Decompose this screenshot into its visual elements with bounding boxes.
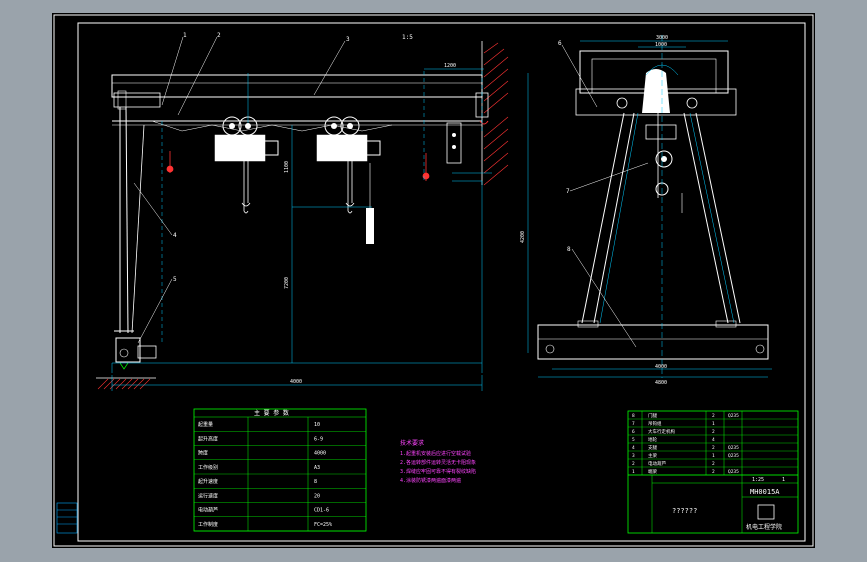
part-cell: 2 — [712, 469, 715, 475]
note-line-3: 3.焊缝应牢固可靠不得有裂纹缺陷 — [400, 468, 476, 475]
side-dim-bottom: 4000 — [655, 364, 667, 370]
balloon-4: 4 — [173, 232, 177, 239]
balloon-2: 2 — [217, 32, 221, 39]
side-dim-mid: 1000 — [655, 42, 667, 48]
balloon-3: 3 — [346, 36, 350, 43]
dim-top: 1200 — [444, 63, 456, 69]
drawing-name: ?????? — [672, 507, 697, 515]
spec-cell: 工作级别 — [198, 464, 218, 471]
part-cell: 2 — [712, 461, 715, 467]
part-cell: 门腿 — [648, 412, 657, 419]
side-trolley — [642, 69, 670, 113]
hoist-right — [316, 116, 381, 214]
tech-notes: 技术要求 1.起重机安装后应进行空载试验 2.各运转部件运转灵活无卡阻现象 3.… — [400, 439, 476, 484]
cad-drawing: 1:5 — [53, 14, 814, 547]
spec-table-title: 主 要 参 数 — [254, 409, 289, 417]
part-cell: 1 — [632, 469, 635, 475]
spec-cell: CD1-6 — [314, 508, 329, 514]
part-cell: 电动葫芦 — [648, 460, 666, 467]
note-line-1: 1.起重机安装后应进行空载试验 — [400, 450, 471, 457]
title-scale: 1:25 — [752, 477, 764, 483]
drawing-canvas[interactable]: 1:5 — [52, 13, 815, 548]
part-cell: 1 — [712, 421, 715, 427]
spec-cell: 起升速度 — [198, 478, 218, 485]
spec-cell: FC=25% — [314, 522, 332, 528]
pendant-control — [366, 208, 374, 244]
spec-cell: 8 — [314, 479, 317, 485]
hoist-left — [214, 116, 279, 214]
organization: 机电工程学院 — [746, 523, 782, 531]
part-cell: 2 — [632, 461, 635, 467]
dim-mid-height: 7200 — [284, 277, 290, 289]
title-sheet: 1 — [782, 477, 785, 483]
part-cell: 大车行走机构 — [648, 428, 675, 435]
part-cell: 端梁 — [648, 468, 657, 475]
main-girder — [111, 74, 483, 98]
part-cell: 吊钩组 — [648, 420, 662, 427]
spec-cell: 工作制度 — [198, 521, 218, 528]
note-line-2: 2.各运转部件运转灵活无卡阻现象 — [400, 459, 476, 466]
part-cell: 2 — [712, 445, 715, 451]
dim-right-height: 4200 — [520, 231, 526, 243]
end-beam — [113, 92, 161, 108]
part-cell: 1 — [712, 453, 715, 459]
inner-frame — [77, 22, 806, 542]
spec-cell: 4000 — [314, 451, 326, 457]
part-cell: 8 — [632, 413, 635, 419]
side-balloon-6: 6 — [558, 40, 562, 47]
balloon-1: 1 — [183, 32, 187, 39]
side-base-beam — [537, 324, 769, 360]
spec-cell: 跨度 — [198, 450, 208, 457]
part-cell: 3 — [632, 453, 635, 459]
scale-label: 1:5 — [402, 34, 413, 41]
dim-span: 4000 — [290, 379, 302, 385]
drawing-number: MH0015A — [750, 488, 780, 496]
part-cell: 7 — [632, 421, 635, 427]
part-cell: 6 — [632, 429, 635, 435]
part-cell: 地轮 — [648, 436, 657, 443]
front-dimensions — [111, 68, 529, 391]
front-view: 1200 7200 1100 4200 4000 1 2 3 4 5 — [96, 32, 529, 391]
spec-cell: 10 — [314, 422, 320, 428]
side-balloon-7: 7 — [566, 188, 570, 195]
part-cell: 4 — [632, 445, 635, 451]
spec-cell: A3 — [314, 465, 320, 471]
logo-box — [757, 504, 775, 520]
spec-cell: 起重量 — [198, 421, 213, 428]
spec-cell: 起升高度 — [198, 435, 218, 442]
notes-title: 技术要求 — [400, 439, 424, 447]
part-cell: 4 — [712, 437, 715, 443]
outer-frame — [53, 14, 814, 547]
side-stamp — [56, 502, 78, 534]
spec-cell: 20 — [314, 493, 320, 499]
part-cell: 主梁 — [648, 452, 657, 459]
spec-cell: 6-9 — [314, 436, 323, 442]
ground-wheel — [115, 337, 141, 363]
part-cell: 2 — [712, 413, 715, 419]
part-cell: Q235 — [728, 413, 739, 419]
part-cell: 5 — [632, 437, 635, 443]
side-balloon-8: 8 — [567, 246, 571, 253]
spec-table: 起重量 10 起升高度 6-9 跨度 4000 工作级别 A3 起升速度 8 运行速度 20 电动葫芦 C… — [193, 408, 367, 532]
ground-hatch — [97, 378, 151, 390]
side-dim-bottom2: 4800 — [655, 380, 667, 386]
dim-left-height: 1100 — [284, 161, 290, 173]
wall-bracket — [446, 41, 509, 186]
side-view: 3000 1000 4000 4800 6 7 8 — [537, 35, 772, 386]
spec-cell: 运行速度 — [198, 492, 218, 499]
part-cell: Q235 — [728, 453, 739, 459]
part-cell: Q235 — [728, 469, 739, 475]
spec-cell: 电动葫芦 — [198, 507, 218, 514]
part-cell: 2 — [712, 429, 715, 435]
side-dim-top: 3000 — [656, 35, 668, 41]
note-line-4: 4.涂装防锈漆两遍面漆两遍 — [400, 477, 461, 484]
balloon-5: 5 — [173, 276, 177, 283]
part-cell: Q235 — [728, 445, 739, 451]
part-cell: 支腿 — [648, 444, 657, 451]
